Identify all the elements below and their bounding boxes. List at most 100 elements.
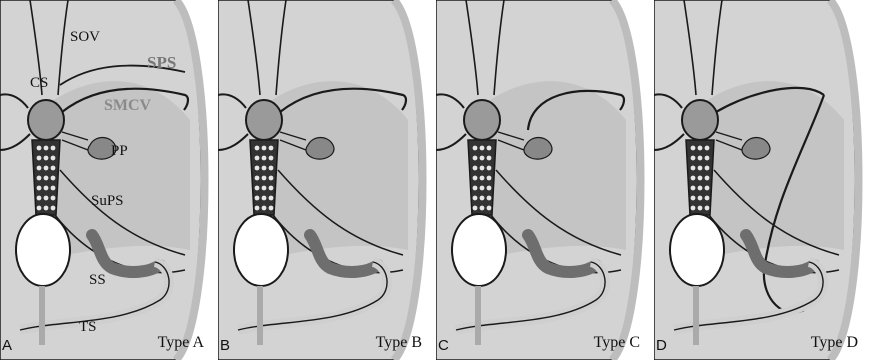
- type-label: Type A: [158, 334, 204, 352]
- plexus-hole: [44, 196, 49, 201]
- plexus-hole: [705, 146, 710, 151]
- plexus-hole: [37, 186, 42, 191]
- plexus-hole: [698, 196, 703, 201]
- plexus-hole: [473, 196, 478, 201]
- plexus-hole: [705, 186, 710, 191]
- plexus-hole: [480, 206, 485, 211]
- foramen-magnum: [16, 214, 70, 286]
- foramen-magnum: [234, 214, 288, 286]
- plexus-hole: [691, 156, 696, 161]
- plexus-hole: [37, 206, 42, 211]
- plexus-hole: [487, 176, 492, 181]
- plexus-hole: [698, 146, 703, 151]
- plexus-hole: [37, 196, 42, 201]
- type-label: Type B: [376, 334, 422, 352]
- plexus-hole: [473, 156, 478, 161]
- plexus-hole: [473, 206, 478, 211]
- plexus-hole: [480, 186, 485, 191]
- plexus-hole: [691, 206, 696, 211]
- plexus-hole: [480, 166, 485, 171]
- plexus-hole: [691, 166, 696, 171]
- plexus-hole: [51, 196, 56, 201]
- plexus-hole: [705, 176, 710, 181]
- plexus-hole: [51, 166, 56, 171]
- plexus-hole: [51, 156, 56, 161]
- plexus-hole: [255, 146, 260, 151]
- plexus-hole: [262, 206, 267, 211]
- plexus-hole: [480, 176, 485, 181]
- label-pp: PP: [111, 144, 128, 159]
- plexus-hole: [691, 186, 696, 191]
- panel-b-illustration: [218, 0, 432, 360]
- label-sps: SPS: [147, 54, 176, 71]
- plexus-hole: [37, 156, 42, 161]
- label-sups: SuPS: [91, 194, 124, 209]
- label-ts: TS: [79, 320, 97, 335]
- type-label: Type D: [811, 334, 858, 352]
- plexus-hole: [487, 146, 492, 151]
- plexus-hole: [691, 176, 696, 181]
- plexus-hole: [269, 166, 274, 171]
- label-cs: CS: [30, 76, 48, 91]
- plexus-hole: [705, 196, 710, 201]
- plexus-hole: [269, 196, 274, 201]
- plexus-hole: [37, 176, 42, 181]
- panel-letter: B: [220, 337, 230, 354]
- plexus-hole: [262, 196, 267, 201]
- plexus-hole: [269, 156, 274, 161]
- panel-letter: A: [2, 337, 12, 354]
- plexus-hole: [44, 146, 49, 151]
- plexus-hole: [37, 146, 42, 151]
- plexus-hole: [473, 176, 478, 181]
- plexus-hole: [255, 156, 260, 161]
- plexus-hole: [480, 146, 485, 151]
- plexus-hole: [698, 176, 703, 181]
- plexus-hole: [705, 156, 710, 161]
- foramen-magnum: [452, 214, 506, 286]
- plexus-hole: [691, 146, 696, 151]
- plexus-hole: [255, 166, 260, 171]
- foramen-magnum: [670, 214, 724, 286]
- panel-type-c: C Type C: [436, 0, 650, 360]
- plexus-hole: [487, 166, 492, 171]
- plexus-hole: [473, 166, 478, 171]
- panel-type-d: D Type D: [654, 0, 868, 360]
- cavernous-sinus: [246, 100, 282, 140]
- plexus-hole: [698, 166, 703, 171]
- plexus-hole: [255, 196, 260, 201]
- plexus-hole: [705, 166, 710, 171]
- plexus-hole: [473, 146, 478, 151]
- panel-letter: D: [656, 337, 667, 354]
- plexus-hole: [51, 186, 56, 191]
- type-label: Type C: [594, 334, 640, 352]
- plexus-hole: [487, 196, 492, 201]
- plexus-hole: [480, 156, 485, 161]
- plexus-hole: [255, 176, 260, 181]
- plexus-hole: [269, 146, 274, 151]
- panel-letter: C: [438, 337, 449, 354]
- plexus-hole: [44, 176, 49, 181]
- plexus-hole: [255, 186, 260, 191]
- plexus-hole: [480, 196, 485, 201]
- plexus-hole: [269, 176, 274, 181]
- plexus-hole: [51, 206, 56, 211]
- plexus-hole: [698, 186, 703, 191]
- plexus-hole: [262, 156, 267, 161]
- plexus-hole: [269, 206, 274, 211]
- plexus-hole: [705, 206, 710, 211]
- cavernous-sinus: [464, 100, 500, 140]
- plexus-hole: [269, 186, 274, 191]
- panel-type-a: SOV CS SPS SMCV PP SuPS SS TS A Type A: [0, 0, 214, 360]
- panel-d-illustration: [654, 0, 868, 360]
- plexus-hole: [473, 186, 478, 191]
- plexus-hole: [44, 186, 49, 191]
- plexus-hole: [487, 186, 492, 191]
- plexus-hole: [698, 156, 703, 161]
- plexus-hole: [691, 196, 696, 201]
- cavernous-sinus: [28, 100, 64, 140]
- label-sov: SOV: [70, 30, 100, 45]
- plexus-hole: [262, 176, 267, 181]
- plexus-hole: [37, 166, 42, 171]
- label-smcv: SMCV: [104, 98, 151, 114]
